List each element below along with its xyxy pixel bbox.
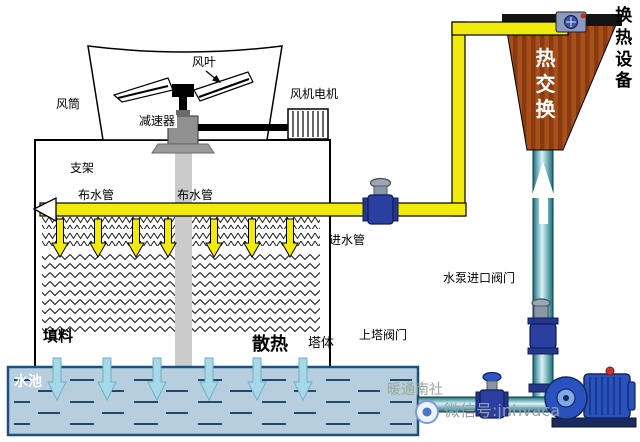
label-fill: 填料: [43, 327, 74, 345]
label-tower-body: 塔体: [308, 336, 335, 351]
drive-shaft: [198, 124, 288, 131]
pipe-flow-arrow: [32, 196, 57, 223]
label-heat-exchange: 热交换: [535, 46, 556, 122]
valve-inlet-pipe: [362, 177, 399, 225]
falling-water-arrows: [47, 357, 313, 402]
label-inlet-pipe: 进水管: [329, 233, 366, 247]
fan-motor-shape: [287, 108, 329, 140]
watermark-logo: [415, 400, 439, 424]
valve-pump-inlet: [475, 371, 509, 419]
pump-cap: [605, 366, 615, 376]
fan-hub: [172, 84, 194, 97]
fan-blade-pointer: [205, 70, 221, 83]
label-reducer: 减速器: [137, 114, 178, 129]
exchanger-top-unit: [555, 11, 587, 33]
up-flow-arrow: [531, 162, 555, 224]
label-fan-cylinder: 风筒: [56, 97, 81, 111]
label-heat-exchange-device: 换热设备: [615, 6, 633, 92]
label-fan-blade: 风叶: [192, 55, 217, 69]
indicator-dot: [580, 13, 586, 19]
watermark-wechat: 微信号:jnhvaca: [444, 401, 560, 420]
label-pump-inlet-valve: 水泵进口阀门: [443, 271, 516, 285]
valve-up-tower: [527, 298, 559, 355]
water-pump: [528, 366, 637, 428]
heat-exchanger: [502, 14, 622, 151]
label-fan-motor: 风机电机: [290, 87, 339, 101]
label-water-pipe-left: 布水管: [78, 188, 115, 202]
label-heat-dissipation: 散热: [252, 334, 288, 355]
watermark-brand: 暖通南社: [387, 382, 443, 398]
hot-water-pipe: [32, 21, 569, 223]
label-up-tower-valve: 上塔阀门: [359, 328, 408, 342]
label-pool: 水池: [14, 374, 42, 390]
spray-arrows: [51, 218, 299, 259]
label-support: 支架: [70, 161, 95, 175]
label-water-pipe-right: 布水管: [177, 188, 214, 202]
fan-assembly: [87, 45, 329, 154]
